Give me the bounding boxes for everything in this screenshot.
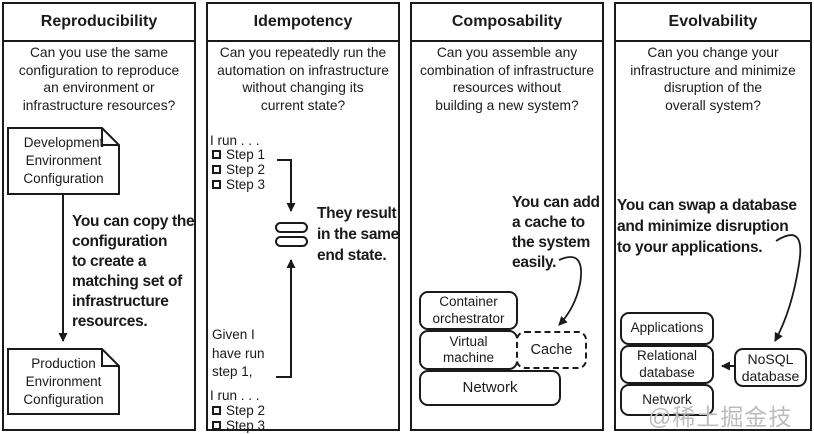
step-item: Step 2 [212, 162, 265, 177]
document-shape-icon [7, 127, 120, 195]
network-box-composability: Network [419, 370, 561, 406]
step-label: Step 3 [226, 418, 266, 433]
watermark: @稀土掘金技术社区 [648, 404, 793, 430]
step-label: Step 2 [226, 162, 266, 177]
checkbox-icon [212, 165, 221, 174]
checkbox-icon [212, 180, 221, 189]
development-config-label: Development Environment Configuration [23, 135, 104, 186]
column-header-composability: Composability [412, 4, 602, 42]
annotation-reproducibility: You can copy the configuration to create… [72, 213, 195, 330]
annotation-composability: You can add a cache to the system easily… [512, 194, 600, 271]
run-intro-second: I run . . . [210, 388, 260, 403]
column-header-idempotency: Idempotency [208, 4, 398, 42]
container-orchestrator-box: Container orchestrator [419, 291, 518, 330]
step-item: Step 3 [212, 418, 265, 433]
column-header-evolvability: Evolvability [616, 4, 810, 42]
virtual-machine-box: Virtual machine [419, 330, 518, 370]
question-reproducibility: Can you use the same configuration to re… [18, 45, 180, 113]
column-idempotency: Idempotency [206, 2, 400, 431]
step-item: Step 2 [212, 403, 265, 418]
step-item: Step 1 [212, 147, 265, 162]
step-label: Step 2 [226, 403, 266, 418]
same-state-icon [275, 236, 308, 247]
network-box-evolvability: Network [620, 384, 714, 416]
document-shape-icon [7, 348, 120, 415]
run-intro-first: I run . . . [210, 133, 260, 148]
question-idempotency: Can you repeatedly run the automation on… [217, 45, 389, 113]
annotation-evolvability: You can swap a database and minimize dis… [617, 197, 797, 256]
column-header-reproducibility: Reproducibility [4, 4, 194, 42]
applications-box: Applications [620, 312, 714, 345]
step-item: Step 3 [212, 177, 265, 192]
same-state-icon [275, 222, 308, 233]
checkbox-icon [212, 421, 221, 430]
step-label: Step 1 [226, 147, 266, 162]
relational-database-box: Relational database [620, 345, 714, 384]
checkbox-icon [212, 150, 221, 159]
nosql-database-box: NoSQL database [734, 348, 807, 387]
production-config-document: Production Environment Configuration [7, 348, 120, 415]
question-composability: Can you assemble any combination of infr… [419, 45, 595, 113]
given-text: Given I have run step 1, [212, 327, 265, 379]
step-label: Step 3 [226, 177, 266, 192]
checkbox-icon [212, 406, 221, 415]
cache-box: Cache [516, 331, 587, 369]
question-evolvability: Can you change your infrastructure and m… [630, 45, 796, 113]
production-config-label: Production Environment Configuration [23, 355, 104, 407]
development-config-document: Development Environment Configuration [7, 127, 120, 195]
annotation-idempotency: They result in the same end state. [317, 205, 399, 264]
